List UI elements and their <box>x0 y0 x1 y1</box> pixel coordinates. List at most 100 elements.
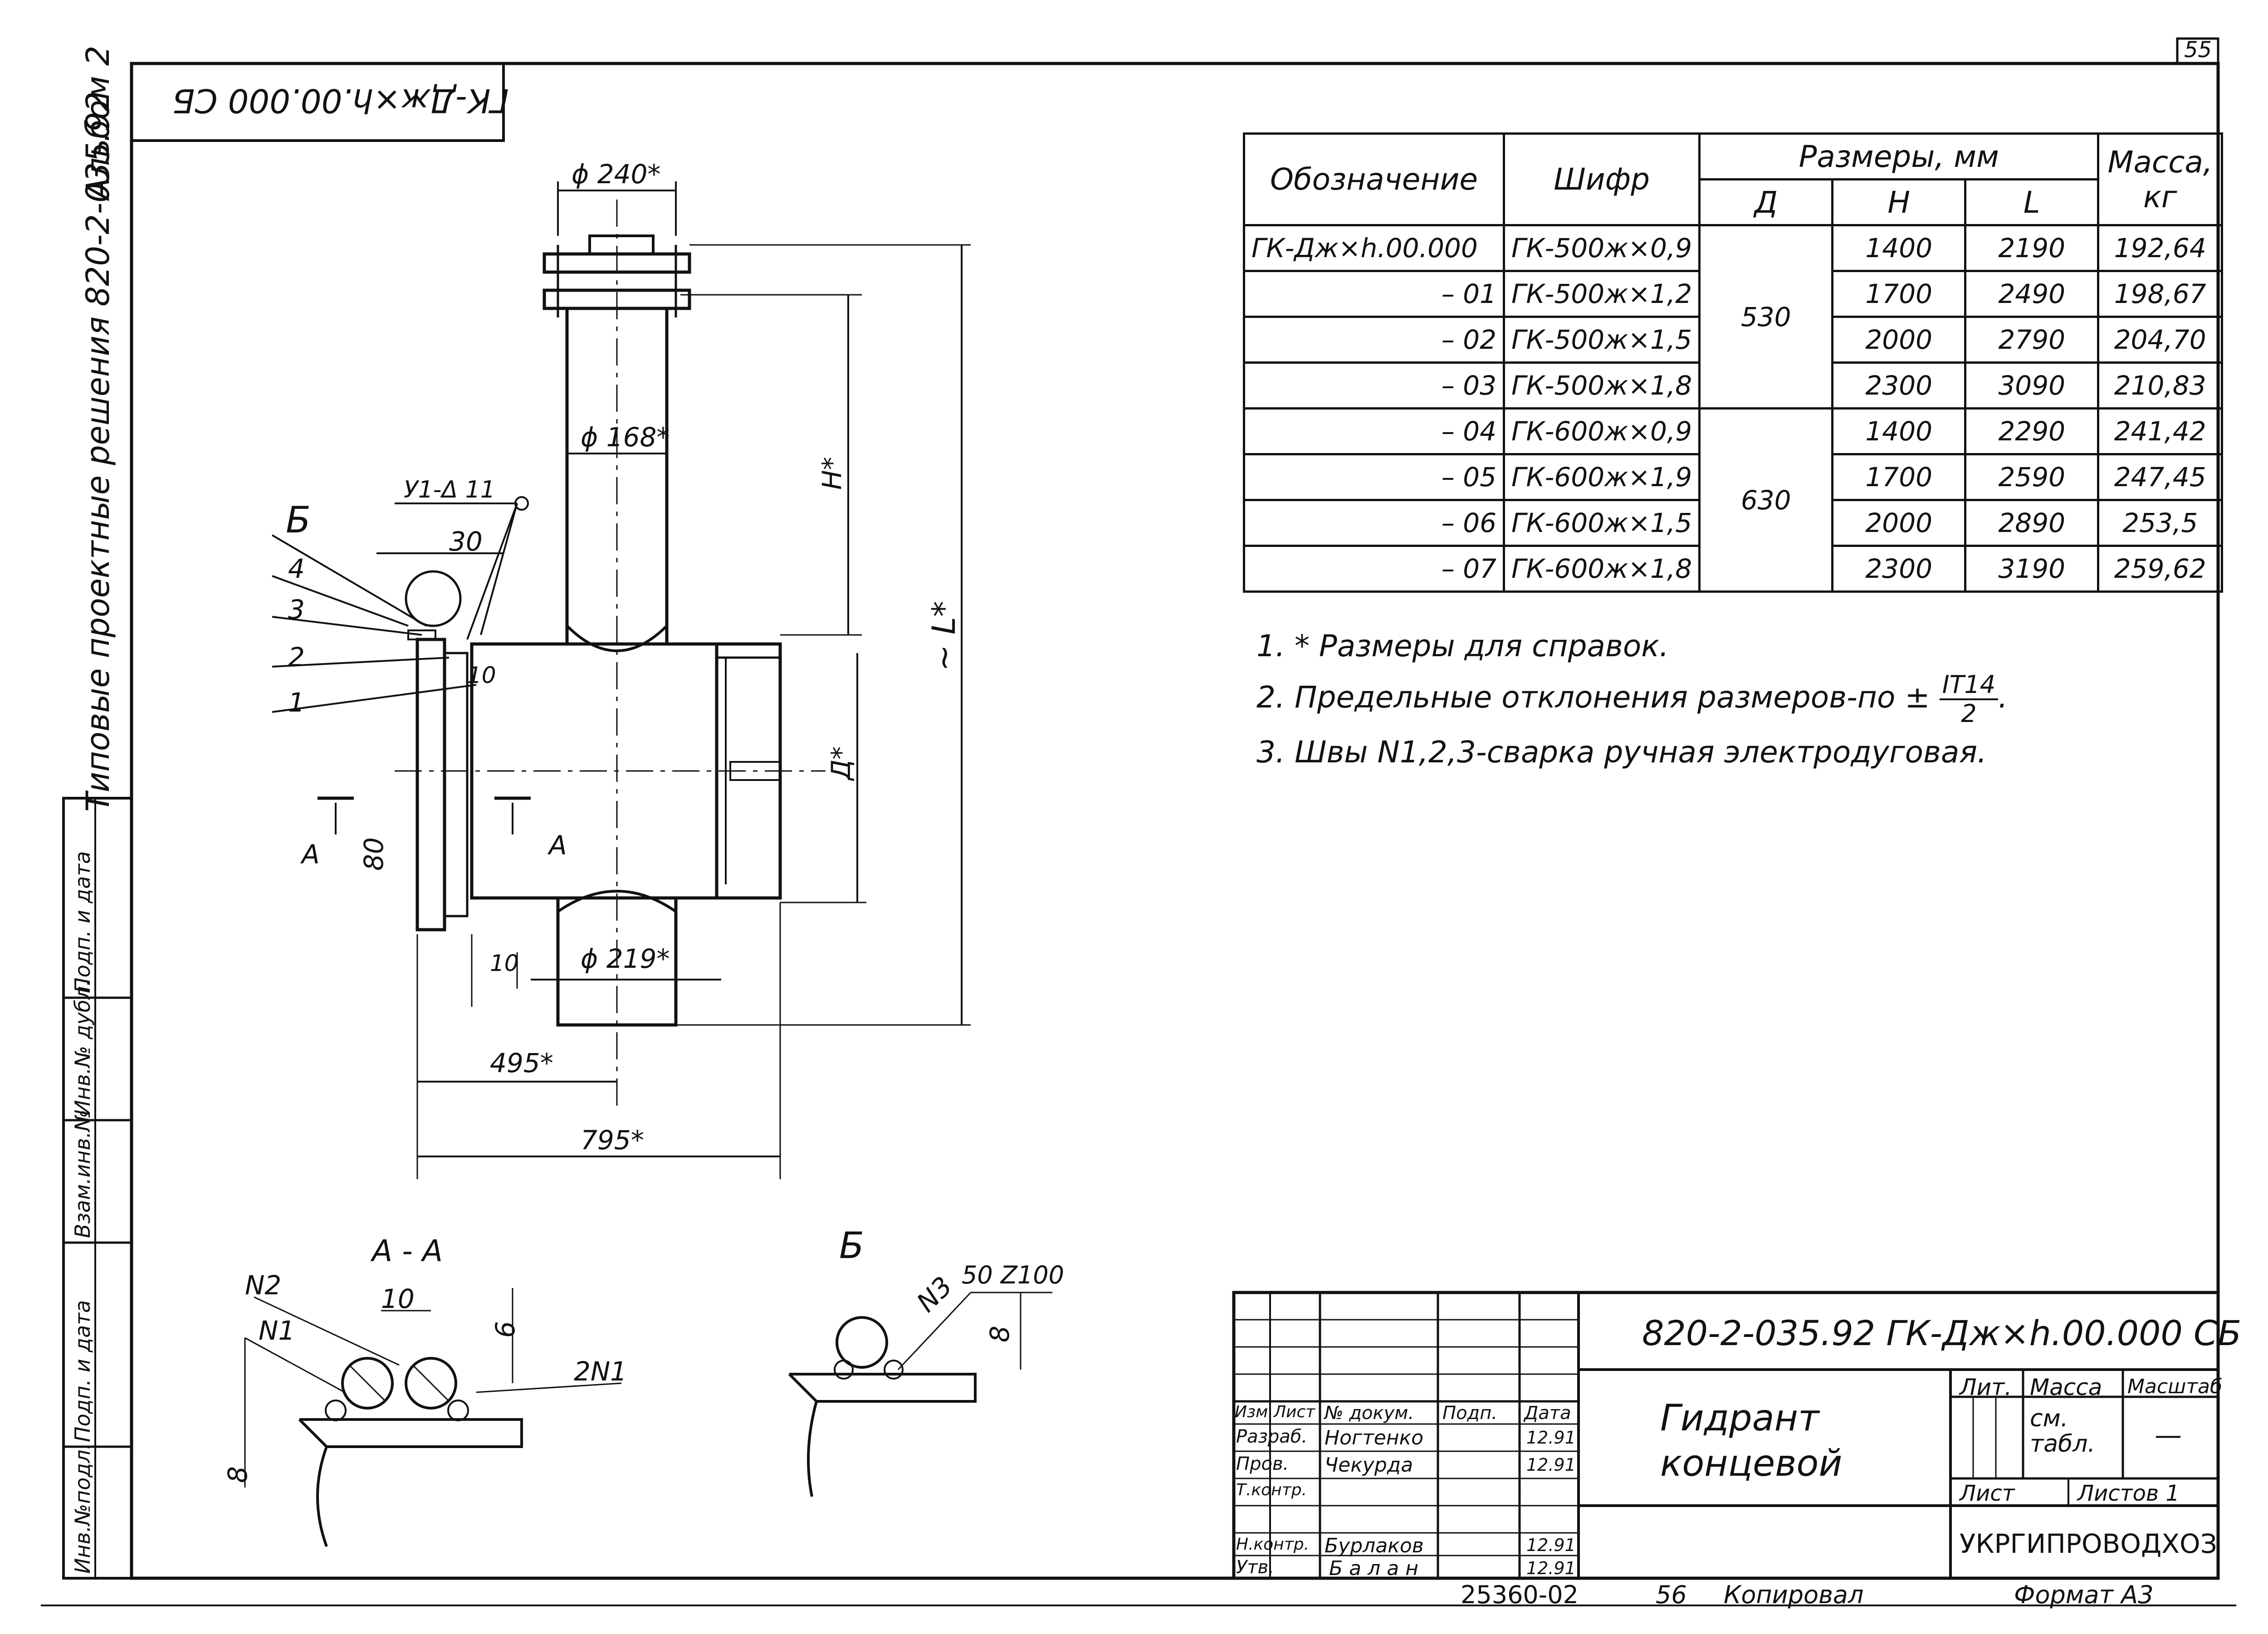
table-row: – 01 ГК-500ж×1,2 1700 2490 198,67 <box>1243 270 2224 318</box>
cell-l: 2790 <box>1964 316 2100 364</box>
date-checker: 12.91 <box>1526 1455 1576 1475</box>
page-number: 55 <box>2184 37 2212 63</box>
col-l: L <box>1964 178 2100 226</box>
cell-mass: 192,64 <box>2097 224 2224 272</box>
note-2: 2. Предельные отклонения размеров-по ± I… <box>1256 671 2008 727</box>
cell-code: ГК-500ж×0,9 <box>1502 224 1701 272</box>
role-approver: Утв. <box>1236 1557 1274 1578</box>
note-1: 1. * Размеры для справок. <box>1256 629 1669 663</box>
dim-10-bottom: 10 <box>490 950 519 976</box>
title-block-name-2: концевой <box>1660 1442 1843 1484</box>
side-stamp-podp-1: Подп. и дата <box>70 1300 95 1442</box>
table-row: – 04 ГК-600ж×0,9 630 1400 2290 241,42 <box>1243 407 2224 593</box>
table-row: – 05 ГК-600ж×1,9 1700 2590 247,45 <box>1243 453 2224 501</box>
col-doc: № докум. <box>1325 1403 1414 1424</box>
cell-l: 2190 <box>1964 224 2100 272</box>
cell-mass: 259,62 <box>2097 545 2224 593</box>
role-developer: Разраб. <box>1236 1426 1308 1447</box>
weld-n1: N1 <box>259 1315 295 1346</box>
title-block-mass: Масса <box>2030 1374 2102 1400</box>
table-row: ГК-Дж×h.00.000 ГК-500ж×0,9 530 1400 2190… <box>1243 224 2224 410</box>
cell-h: 1400 <box>1831 407 1967 455</box>
footer-order: 25360-02 <box>1461 1580 1579 1609</box>
section-a-right: А <box>549 830 567 861</box>
weld-n2: N2 <box>245 1270 282 1301</box>
title-block-scale: Масштаб <box>2127 1375 2223 1398</box>
col-izm: Изм <box>1235 1403 1268 1421</box>
dimension-lines <box>271 181 971 1179</box>
col-d: Д <box>1698 178 1834 226</box>
side-stamp-dubl: Инв.№ дубл. <box>70 979 95 1116</box>
name-developer: Ногтенко <box>1325 1426 1424 1449</box>
cell-designation: – 01 <box>1243 270 1505 318</box>
cell-l: 3190 <box>1964 545 2100 593</box>
title-block-sheet: Лист <box>1960 1481 2015 1506</box>
hydrant-main-view <box>318 200 826 1107</box>
title-block-code: 820-2-035.92 ГК-Дж×h.00.000 СБ <box>1642 1313 2242 1353</box>
dim-10-top: 10 <box>467 662 496 688</box>
cell-code: ГК-600ж×1,8 <box>1502 545 1701 593</box>
title-block-name-1: Гидрант <box>1660 1397 1819 1439</box>
name-approver: Балан <box>1329 1557 1425 1580</box>
cell-designation: ГК-Дж×h.00.000 <box>1243 224 1505 272</box>
date-approver: 12.91 <box>1526 1558 1576 1578</box>
title-block-lit: Лит. <box>1960 1374 2012 1400</box>
cell-designation: – 03 <box>1243 361 1505 410</box>
cell-h: 2300 <box>1831 361 1967 410</box>
note-2-suffix: . <box>1998 680 2008 715</box>
note-3: 3. Швы N1,2,3-сварка ручная электродугов… <box>1256 735 1987 770</box>
footer-number: 56 <box>1656 1580 1687 1609</box>
cell-designation: – 06 <box>1243 499 1505 547</box>
dim-d219: ϕ 219* <box>581 943 670 974</box>
dim-l: ~ L* <box>925 601 963 671</box>
detail-b-view <box>788 1292 1052 1497</box>
cell-l: 2590 <box>1964 453 2100 501</box>
footer-copied: Копировал <box>1724 1580 1864 1609</box>
cell-designation: – 05 <box>1243 453 1505 501</box>
section-aa-view <box>244 1288 622 1547</box>
fraction-numerator: IT14 <box>1939 671 1999 700</box>
position-3: 3 <box>288 594 305 625</box>
cell-h: 1400 <box>1831 224 1967 272</box>
title-block-mass-value: см. табл. <box>2030 1405 2095 1458</box>
cell-l: 3090 <box>1964 361 2100 410</box>
cell-code: ГК-600ж×1,9 <box>1502 453 1701 501</box>
cell-code: ГК-600ж×0,9 <box>1502 407 1701 455</box>
notes: 1. * Размеры для справок. 2. Предельные … <box>1256 621 2008 777</box>
cell-l: 2490 <box>1964 270 2100 318</box>
cell-code: ГК-600ж×1,5 <box>1502 499 1701 547</box>
dim-d240: ϕ 240* <box>572 159 661 190</box>
position-1: 1 <box>288 687 305 718</box>
cell-mass: 247,45 <box>2097 453 2224 501</box>
cell-l: 2890 <box>1964 499 2100 547</box>
role-tech-control: Т.контр. <box>1236 1481 1307 1499</box>
cell-designation: – 07 <box>1243 545 1505 593</box>
side-stamp-inv-podl: Инв.№подл. <box>70 1443 95 1574</box>
dim-795: 795* <box>581 1125 644 1156</box>
cell-l: 2290 <box>1964 407 2100 455</box>
title-block-org: УКРГИПРОВОДХОЗ <box>1960 1528 2217 1559</box>
note-2-text: 2. Предельные отклонения размеров-по ± <box>1256 680 1930 715</box>
title-block-scale-value: — <box>2155 1419 2182 1451</box>
section-aa-title: А - А <box>372 1234 443 1268</box>
cell-mass: 198,67 <box>2097 270 2224 318</box>
cell-mass: 210,83 <box>2097 361 2224 410</box>
title-block-sheets: Листов 1 <box>2077 1481 2180 1506</box>
cell-h: 2300 <box>1831 545 1967 593</box>
cell-mass: 253,5 <box>2097 499 2224 547</box>
cell-d-group: 530 <box>1698 224 1834 410</box>
dim-h: H* <box>816 457 847 490</box>
col-list: Лист <box>1274 1403 1315 1421</box>
note-2-fraction: IT14 2 <box>1939 671 1999 727</box>
footer-format: Формат А3 <box>2014 1580 2154 1609</box>
cell-h: 1700 <box>1831 453 1967 501</box>
side-stamp-vzam: Взам.инв.№ <box>70 1109 95 1238</box>
position-4: 4 <box>288 553 305 584</box>
col-dimensions: Размеры, мм <box>1698 132 2100 180</box>
cell-code: ГК-500ж×1,5 <box>1502 316 1701 364</box>
col-mass: Масса, кг <box>2097 132 2224 226</box>
dim-8: 8 <box>222 1466 253 1483</box>
date-norm-control: 12.91 <box>1526 1535 1576 1555</box>
detail-b-marker: Б <box>286 499 311 541</box>
